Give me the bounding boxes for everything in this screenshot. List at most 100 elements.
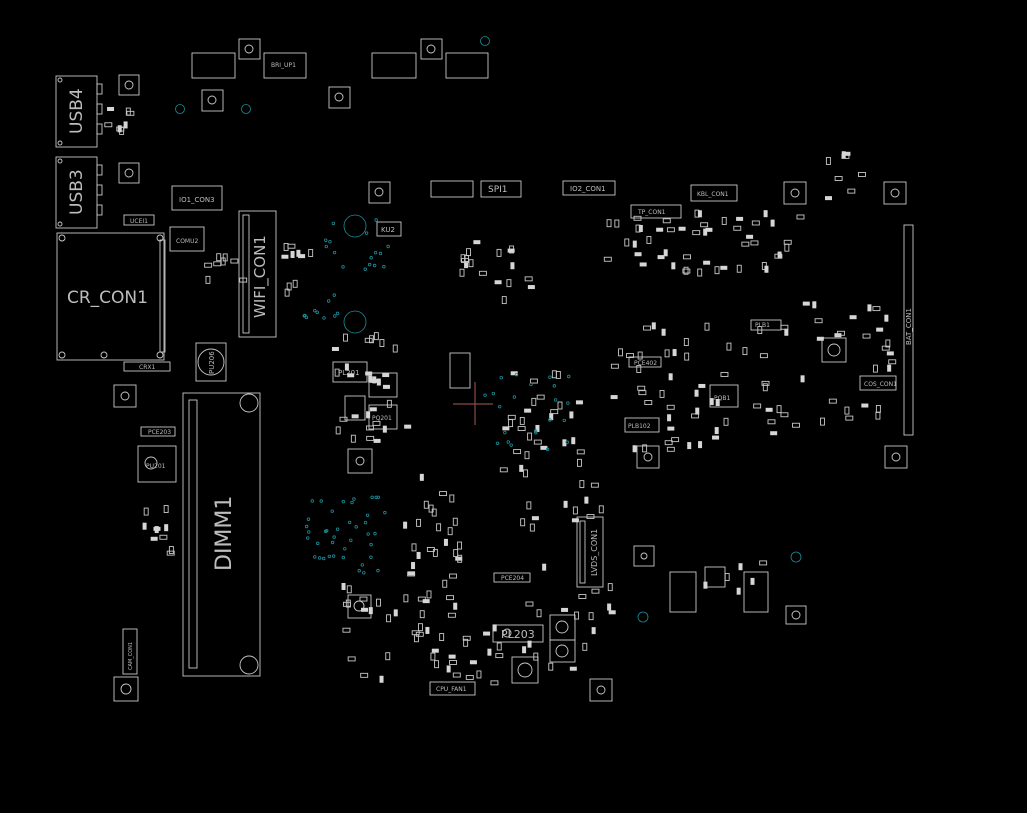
smd-part[interactable] [422,599,430,604]
smd-part[interactable] [671,437,680,443]
smd-part[interactable] [591,588,600,594]
right-pad-array[interactable] [636,181,908,625]
smd-part[interactable] [682,268,691,274]
smd-part[interactable] [614,219,620,228]
smd-part[interactable] [216,253,222,262]
smd-part[interactable] [656,227,664,232]
smd-part[interactable] [666,227,675,233]
smd-part[interactable] [425,626,430,634]
smd-part[interactable] [723,417,729,426]
smd-part[interactable] [527,285,535,290]
smd-part[interactable] [712,435,720,440]
smd-part[interactable] [672,349,677,357]
smd-part[interactable] [452,517,458,526]
smd-part[interactable] [861,403,869,408]
smd-part[interactable] [843,151,851,156]
smd-part[interactable] [638,224,643,232]
smd-part[interactable] [426,590,432,599]
smd-part[interactable] [411,630,420,636]
smd-part[interactable] [510,371,518,376]
smd-part[interactable] [724,573,730,581]
smd-part[interactable] [346,585,352,594]
smd-part[interactable] [776,405,782,414]
smd-part[interactable] [335,426,341,435]
card-reader-connector[interactable]: CR_CON1 [56,232,166,361]
smd-part[interactable] [586,514,595,519]
smd-part[interactable] [638,390,647,396]
smd-part[interactable] [469,660,477,665]
smd-part[interactable] [750,240,759,246]
smd-part[interactable] [448,654,456,659]
smd-part[interactable] [697,210,702,218]
smd-part[interactable] [163,505,169,513]
smd-part[interactable] [164,524,169,532]
smd-part[interactable] [661,328,666,336]
smd-part[interactable] [762,383,768,392]
smd-part[interactable] [343,601,351,607]
smd-part[interactable] [634,252,642,257]
smd-part[interactable] [351,414,359,419]
smd-part[interactable] [646,235,652,244]
smd-part[interactable] [213,261,222,267]
smd-part[interactable] [123,121,128,129]
smd-part[interactable] [385,652,391,661]
smd-part[interactable] [569,411,574,419]
smd-part[interactable] [507,414,516,420]
smd-part[interactable] [678,226,686,231]
smd-part[interactable] [432,548,438,557]
smd-part[interactable] [814,318,823,324]
smd-part[interactable] [542,563,547,571]
smd-part[interactable] [527,640,532,648]
smd-part[interactable] [439,633,445,641]
smd-part[interactable] [204,262,213,268]
smd-part[interactable] [687,442,692,450]
smd-part[interactable] [683,266,689,275]
smd-part[interactable] [369,407,377,412]
smd-part[interactable] [408,571,416,576]
smd-part[interactable] [344,363,349,371]
smd-part[interactable] [403,594,409,603]
smd-part[interactable] [292,279,298,288]
smd-part[interactable] [733,225,742,231]
smd-part[interactable] [527,432,533,441]
smd-part[interactable] [359,596,368,602]
pl201-inductor[interactable]: PL201 [332,361,368,383]
smd-part[interactable] [571,518,579,523]
smd-part[interactable] [382,384,390,389]
smd-part[interactable] [691,413,700,419]
smd-part[interactable] [540,445,548,450]
ucei1-chip[interactable]: UCEI1 [123,214,155,226]
smd-part[interactable] [342,627,351,633]
smd-part[interactable] [862,333,871,339]
smd-part[interactable] [496,642,502,651]
smd-part[interactable] [668,373,673,381]
kbl-connector[interactable]: KBL_CON1 [690,184,738,202]
usb3-connector[interactable]: USB3 [55,156,103,229]
smd-part[interactable] [582,642,588,651]
bat-connector[interactable]: BAT_CON1 [903,224,914,436]
smd-part[interactable] [770,219,775,227]
smd-part[interactable] [849,315,857,320]
smd-part[interactable] [347,373,355,378]
smd-part[interactable] [369,335,374,344]
smd-part[interactable] [455,556,463,561]
smd-part[interactable] [478,270,487,276]
smd-part[interactable] [715,398,720,406]
smd-part[interactable] [428,504,434,513]
smd-part[interactable] [667,426,675,431]
smd-part[interactable] [572,506,578,515]
smd-part[interactable] [603,256,612,262]
smd-part[interactable] [290,251,295,259]
smd-part[interactable] [764,265,769,273]
smd-part[interactable] [465,674,474,680]
smd-part[interactable] [872,364,878,373]
smd-part[interactable] [392,344,398,353]
smd-part[interactable] [720,265,728,270]
smd-part[interactable] [639,262,647,267]
smd-part[interactable] [606,219,612,228]
smd-part[interactable] [642,444,648,453]
smd-part[interactable] [759,353,768,359]
smd-part[interactable] [462,635,471,641]
pce204-cap[interactable]: PCE204 [493,572,531,583]
smd-part[interactable] [463,638,469,647]
